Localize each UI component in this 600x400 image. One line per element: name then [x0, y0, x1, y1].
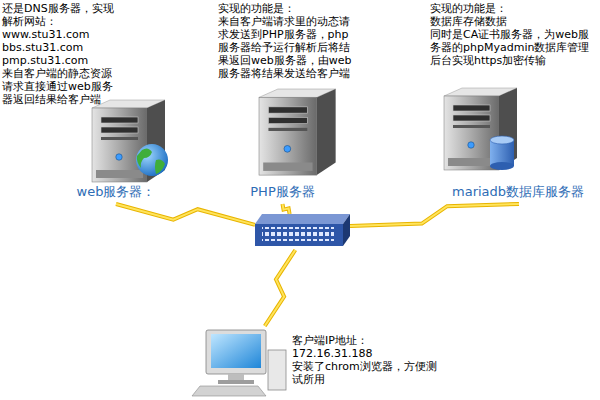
description-text: 同时是CA证书服务器，为web服务器的phpMyadmin数据库管理后台实现ht… [430, 28, 596, 67]
server-name: PHP服务器 [250, 184, 314, 200]
client-pc-node: 客户端IP地址：172.16.31.188安装了chrom浏览器，方便测试所用 [188, 326, 444, 398]
description-text: 安装了chrom浏览器，方便测试所用 [292, 360, 442, 386]
description-block: 客户端IP地址：172.16.31.188安装了chrom浏览器，方便测试所用 [292, 334, 442, 386]
description-text: 172.16.31.188 [292, 347, 442, 360]
description-text: 实现的功能是： [218, 2, 352, 15]
php-server-icon [259, 89, 336, 175]
description-text: 数据库存储数据 [430, 15, 596, 28]
description-block: 实现的功能是：数据库存储数据同时是CA证书服务器，为web服务器的phpMyad… [430, 2, 596, 67]
server-name: web服务器： [77, 184, 156, 200]
description-text: 实现的功能是： [430, 2, 596, 15]
switch-node [255, 214, 350, 250]
php-server-node: 实现的功能是：来自客户端请求里的动态请求发送到PHP服务器，php服务器给予运行… [220, 86, 345, 204]
server-name-label: mariadb数据库服务器 [452, 184, 584, 200]
lightning-link [350, 204, 519, 226]
lightning-link [116, 204, 255, 225]
description-text: 还是DNS服务器，实现解析网站： [2, 2, 122, 28]
server-name: mariadb数据库服务器 [452, 184, 584, 200]
description-block: 实现的功能是：来自客户端请求里的动态请求发送到PHP服务器，php服务器给予运行… [218, 2, 352, 80]
lightning-link [283, 204, 290, 214]
description-text: www.stu31.com [2, 28, 122, 41]
description-text: 来自客户端请求里的动态请求发送到PHP服务器，php服务器给予运行解析后将结果返… [218, 15, 352, 80]
description-text: pmp.stu31.com [2, 54, 122, 67]
database-server-node: 实现的功能是：数据库存储数据同时是CA证书服务器，为web服务器的phpMyad… [440, 84, 598, 204]
client-pc-icon [192, 330, 286, 396]
server-name-label: PHP服务器 [220, 184, 345, 200]
description-text: 客户端IP地址： [292, 334, 442, 347]
description-text: bbs.stu31.com [2, 41, 122, 54]
network-switch [255, 214, 350, 246]
server-name-label: web服务器： [60, 184, 172, 200]
web-server-node: 还是DNS服务器，实现解析网站：www.stu31.combbs.stu31.c… [60, 98, 172, 204]
description-block: 还是DNS服务器，实现解析网站：www.stu31.combbs.stu31.c… [2, 2, 122, 106]
database-server-icon [444, 88, 517, 170]
description-text: 来自客户端的静态资源请求直接通过web服务器返回结果给客户端 [2, 67, 122, 106]
lightning-link [265, 250, 296, 326]
web-server-icon [92, 100, 168, 182]
